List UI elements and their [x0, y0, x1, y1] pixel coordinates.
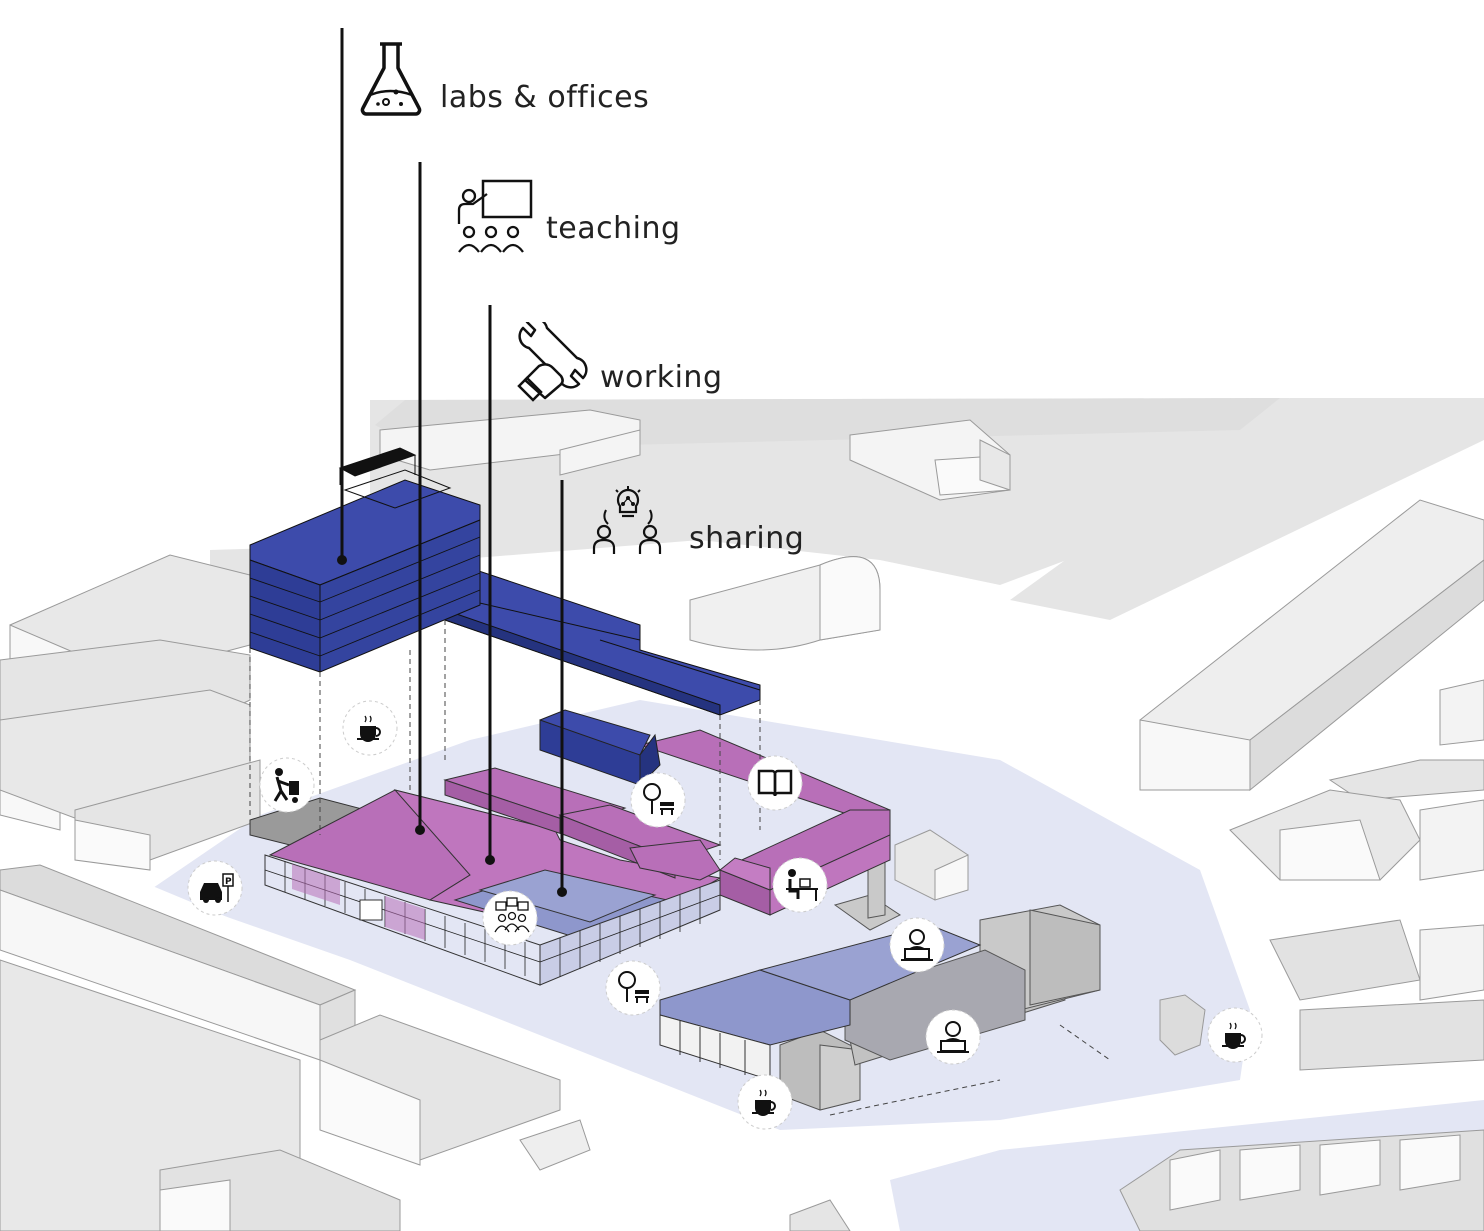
idea-sharing-icon [592, 486, 662, 554]
projection-lines [249, 620, 1111, 1116]
coffee-icon [737, 1074, 793, 1130]
meeting-group-icon [482, 890, 538, 946]
label-teaching: teaching [546, 211, 681, 246]
coffee-icon [342, 700, 398, 756]
main-complex [249, 767, 722, 986]
leader-lines [340, 28, 564, 892]
wrench-hand-icon [517, 322, 588, 402]
desk-worker-icon [772, 857, 828, 913]
laptop-user-icon [889, 917, 945, 973]
laptop-user-icon [925, 1009, 981, 1065]
amenity-icons: P [187, 700, 1263, 1130]
hand-truck-icon [259, 757, 315, 813]
labs-tower [249, 447, 761, 716]
tree-bench-icon [605, 960, 661, 1016]
label-sharing: sharing [689, 521, 805, 556]
leader-dots [337, 555, 567, 897]
car-parking-icon: P [187, 860, 243, 916]
svg-text:P: P [225, 877, 232, 887]
label-working: working [600, 360, 723, 395]
book-icon [747, 755, 803, 811]
label-labs-offices: labs & offices [440, 80, 650, 115]
tree-bench-icon [630, 772, 686, 828]
teacher-board-icon [457, 179, 533, 253]
flask-icon [360, 42, 422, 116]
coffee-icon [1207, 1007, 1263, 1063]
